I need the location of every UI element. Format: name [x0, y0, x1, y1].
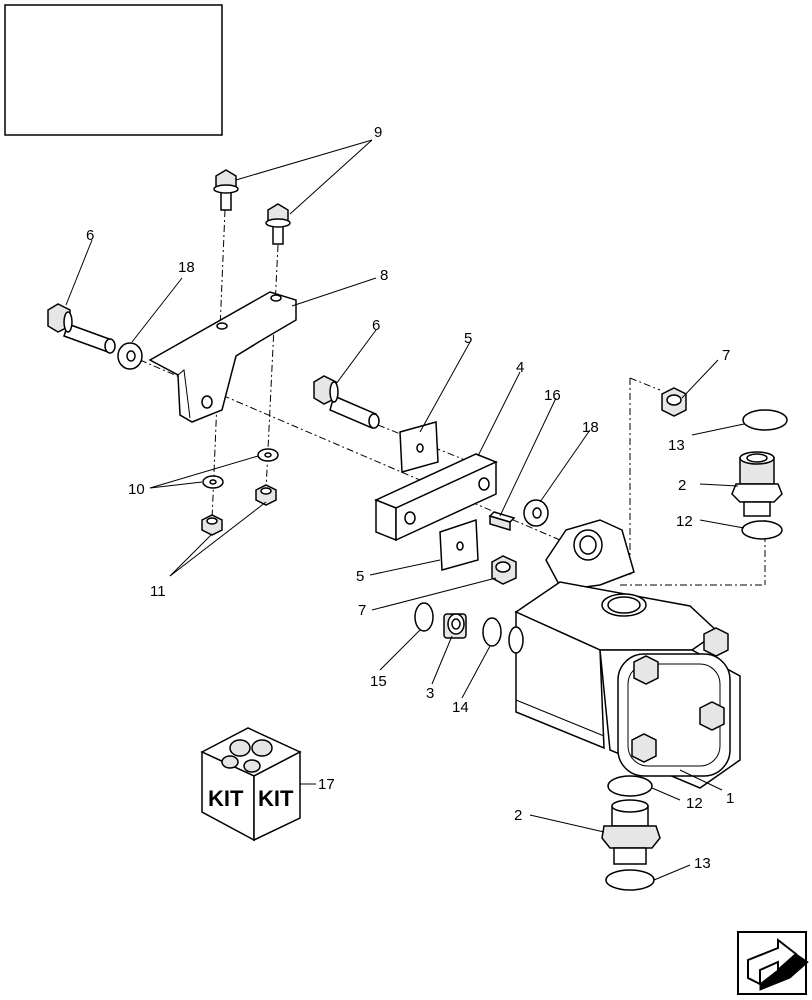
nut-7-right — [661, 387, 687, 417]
washer-18-right — [523, 499, 549, 527]
kit-label-right: KIT — [258, 786, 294, 811]
callout-11: 11 — [150, 583, 166, 600]
callout-13-top: 13 — [668, 437, 685, 454]
o-ring-12-bottom — [607, 775, 653, 797]
callout-8: 8 — [380, 267, 388, 284]
title-box — [4, 4, 223, 136]
kit-label-left: KIT — [208, 786, 244, 811]
bolt-9-right — [265, 203, 291, 245]
washer-10-lower — [202, 475, 224, 489]
plate-5-lower — [439, 518, 479, 571]
callout-3: 3 — [426, 685, 434, 702]
callout-2-bottom: 2 — [514, 807, 522, 824]
callout-9: 9 — [374, 124, 382, 141]
o-ring-14 — [482, 617, 502, 647]
callout-2-top: 2 — [678, 477, 686, 494]
o-ring-12-top — [741, 520, 783, 540]
callout-16: 16 — [544, 387, 561, 404]
callout-14: 14 — [452, 699, 469, 716]
bolt-6-left — [47, 303, 116, 354]
key-16 — [488, 511, 516, 532]
bracket-8 — [148, 291, 297, 423]
fitting-3 — [443, 613, 467, 639]
o-ring-15 — [414, 602, 434, 632]
spacer-block-4 — [374, 453, 498, 542]
nut-7-middle — [491, 555, 517, 585]
washer-18-left — [117, 342, 143, 370]
callout-7-right: 7 — [722, 347, 730, 364]
o-ring-13-bottom — [605, 869, 655, 891]
callout-13-bottom: 13 — [694, 855, 711, 872]
callout-4: 4 — [516, 359, 524, 376]
leader-lines — [65, 139, 745, 881]
callout-6-middle: 6 — [372, 317, 380, 334]
o-ring-13-top — [742, 409, 788, 431]
fitting-2-bottom — [601, 799, 661, 865]
callout-6-left: 6 — [86, 227, 94, 244]
callout-7-middle: 7 — [358, 602, 366, 619]
callout-1: 1 — [726, 790, 734, 807]
bolt-9-left — [213, 169, 239, 211]
callout-10: 10 — [128, 481, 145, 498]
next-page-arrow-icon[interactable] — [737, 931, 809, 995]
nut-11-upper — [255, 484, 277, 506]
callout-12-top: 12 — [676, 513, 693, 530]
callout-5-upper: 5 — [464, 330, 472, 347]
callout-12-bottom: 12 — [686, 795, 703, 812]
callout-17: 17 — [318, 776, 335, 793]
kit-box-17: KIT KIT — [200, 727, 302, 842]
pump-1 — [508, 519, 741, 789]
nut-11-lower — [201, 514, 223, 536]
callout-18-left: 18 — [178, 259, 195, 276]
fitting-2-top — [731, 451, 783, 517]
callouts: 9 6 18 8 6 5 7 4 16 18 13 2 10 12 5 11 7… — [86, 124, 734, 872]
washer-10-upper — [257, 448, 279, 462]
callout-18-right: 18 — [582, 419, 599, 436]
plate-5-upper — [399, 421, 439, 473]
bolt-6-middle — [313, 375, 380, 430]
callout-5-lower: 5 — [356, 568, 364, 585]
callout-15: 15 — [370, 673, 387, 690]
